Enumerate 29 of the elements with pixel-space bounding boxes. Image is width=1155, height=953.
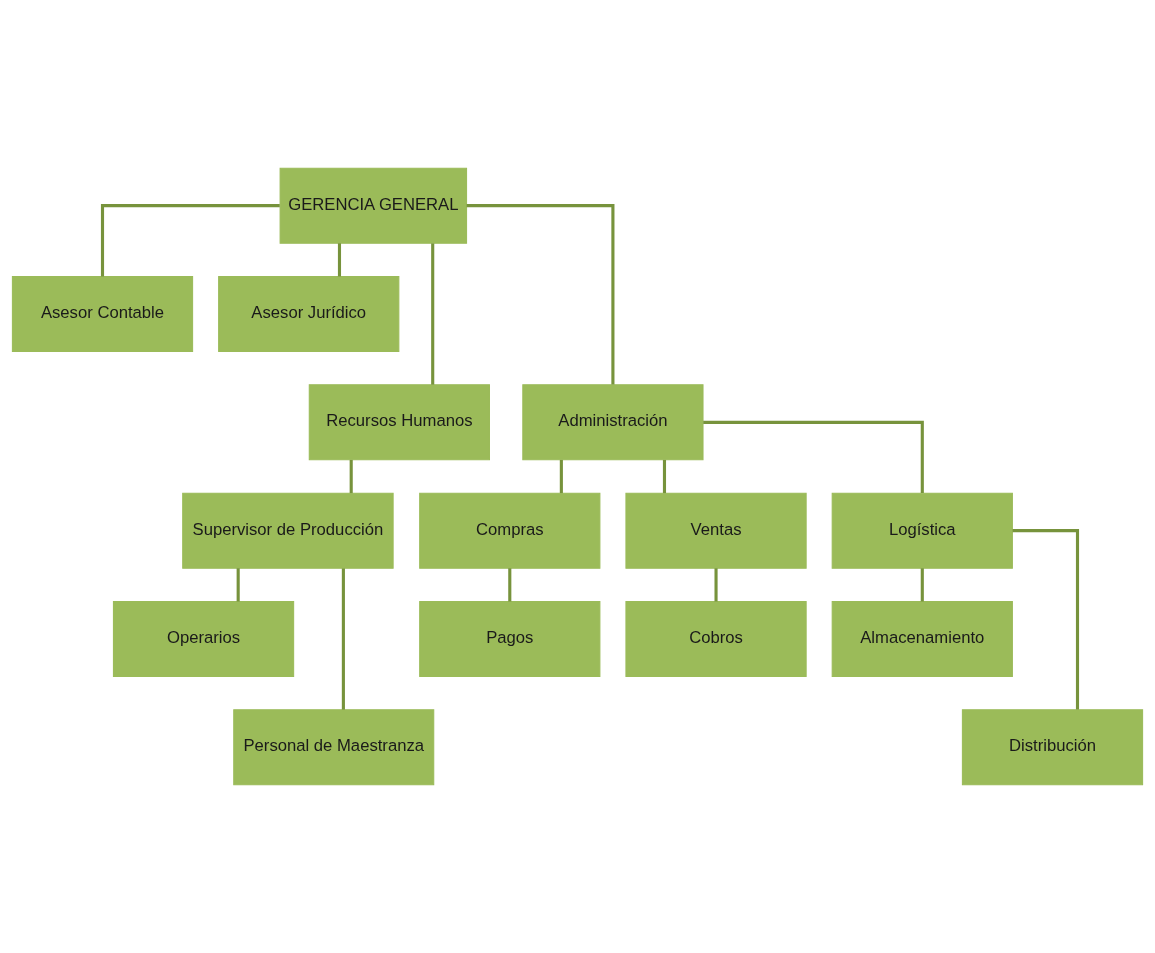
connector [349,459,353,494]
node-box: GERENCIA GENERAL [279,167,468,244]
connector [920,568,924,602]
node-box: Asesor Jurídico [218,276,400,352]
connector [1012,529,1080,710]
connector [100,204,280,277]
connector [662,459,667,494]
node-box: Supervisor de Producción [182,492,394,569]
node-box: Operarios [112,601,295,677]
node-box: Distribución [961,709,1144,786]
node-box: Almacenamiento [831,601,1013,677]
connector [466,204,615,385]
connector [236,568,240,602]
connector [341,568,345,710]
connector [559,459,563,494]
connector [508,568,512,602]
node-box: Asesor Contable [11,276,194,352]
node-box: Personal de Maestranza [233,709,435,786]
node-box: Logística [831,492,1013,569]
node-box: Administración [522,384,704,461]
connector [703,420,924,494]
connector [431,243,435,385]
node-box: Cobros [625,601,807,677]
node-box: Ventas [625,492,807,569]
node-box: Compras [419,492,601,569]
connector [714,568,718,602]
connector [337,243,342,277]
node-box: Pagos [419,601,601,677]
node-box: Recursos Humanos [308,384,490,461]
